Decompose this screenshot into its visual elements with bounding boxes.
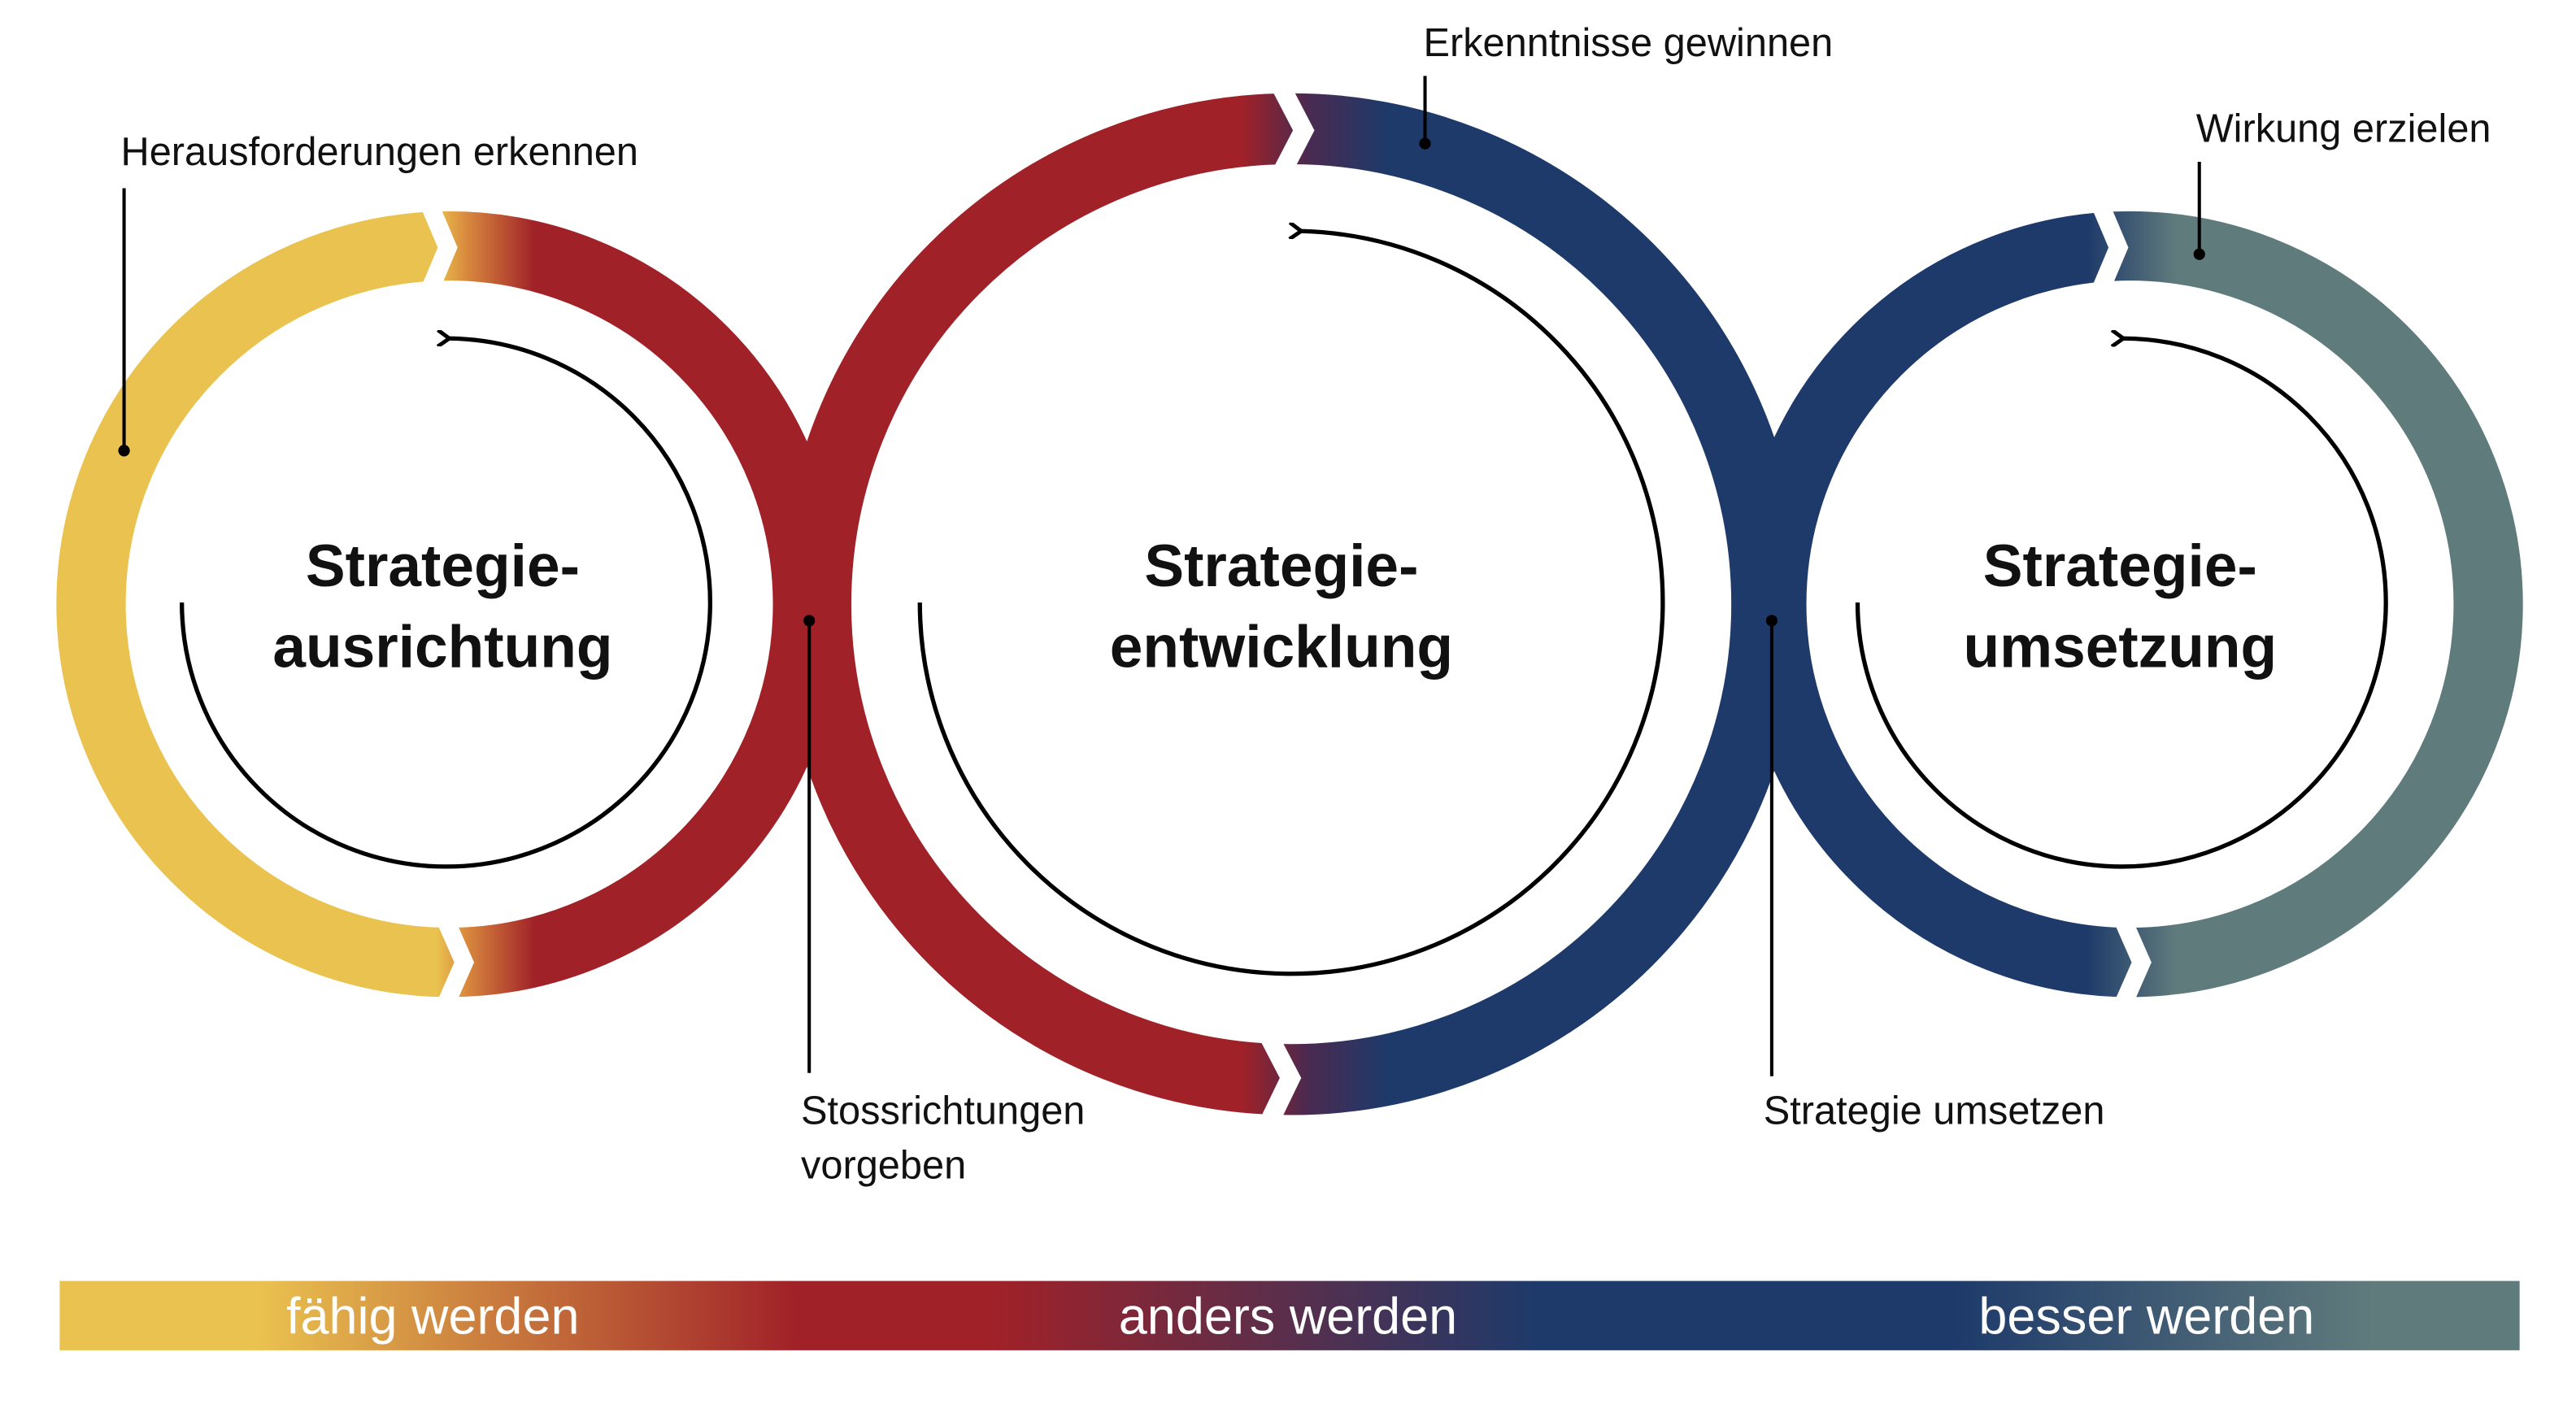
progress-gradient-bar: [59, 1280, 2520, 1350]
title-alignment-line1: Strategie-: [306, 533, 580, 599]
cycle-arrow-icon: [917, 231, 1665, 976]
chevron-gap: [1271, 89, 1315, 172]
leader-lines: [122, 76, 2201, 1076]
chevron-gap: [420, 204, 458, 291]
chevron-gap: [436, 920, 475, 1004]
label-insights: Erkenntnisse gewinnen: [1423, 21, 1833, 65]
leader-dots: [118, 137, 2205, 627]
title-development-line2: entwicklung: [1110, 614, 1453, 680]
cycle-arrow-icon: [180, 338, 712, 869]
label-challenges: Herausforderungen erkennen: [121, 130, 638, 174]
chevron-gap: [1258, 1037, 1302, 1123]
title-alignment-line2: ausrichtung: [272, 614, 612, 680]
title-implementation-line2: umsetzung: [1963, 614, 2277, 680]
title-development-line1: Strategie-: [1144, 533, 1418, 599]
ring-development: [780, 93, 1803, 1115]
ring-alignment: [56, 211, 842, 998]
label-impact: Wirkung erzielen: [2196, 107, 2491, 151]
ring-implementation: [1737, 211, 2523, 998]
chevron-gap: [2090, 204, 2129, 291]
bar-label-capable: fähig werden: [286, 1289, 579, 1346]
bar-label-better: besser werden: [1978, 1289, 2314, 1346]
title-implementation-line1: Strategie-: [1983, 533, 2257, 599]
bar-label-different: anders werden: [1119, 1289, 1457, 1346]
cycle-arrow-icon: [1855, 338, 2388, 869]
label-directions-line2: vorgeben: [801, 1144, 966, 1188]
chevron-gap: [2113, 920, 2152, 1004]
label-directions-line1: Stossrichtungen: [801, 1089, 1085, 1133]
label-implement: Strategie umsetzen: [1764, 1089, 2105, 1133]
